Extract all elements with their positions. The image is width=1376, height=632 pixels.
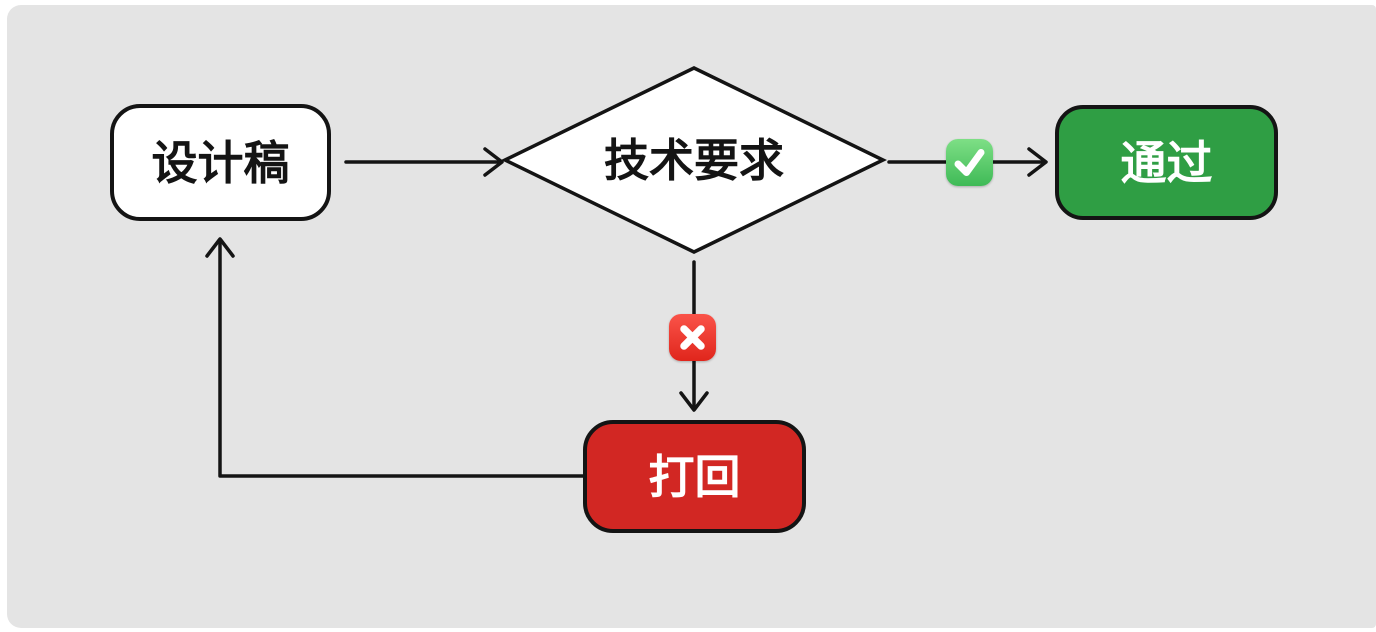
node-reject-label: 打回 [648, 450, 741, 503]
node-decision-shape[interactable] [497, 60, 891, 260]
node-reject[interactable]: 打回 [583, 420, 806, 533]
check-mark-icon [954, 149, 985, 176]
node-approve[interactable]: 通过 [1055, 105, 1278, 220]
node-design-draft[interactable]: 设计稿 [110, 104, 331, 221]
node-approve-label: 通过 [1120, 136, 1213, 189]
cross-mark-badge[interactable] [669, 314, 716, 361]
check-mark-badge[interactable] [946, 139, 993, 186]
cross-mark-icon [680, 325, 705, 350]
decision-diamond[interactable] [501, 66, 887, 254]
node-design-draft-label: 设计稿 [151, 136, 290, 189]
